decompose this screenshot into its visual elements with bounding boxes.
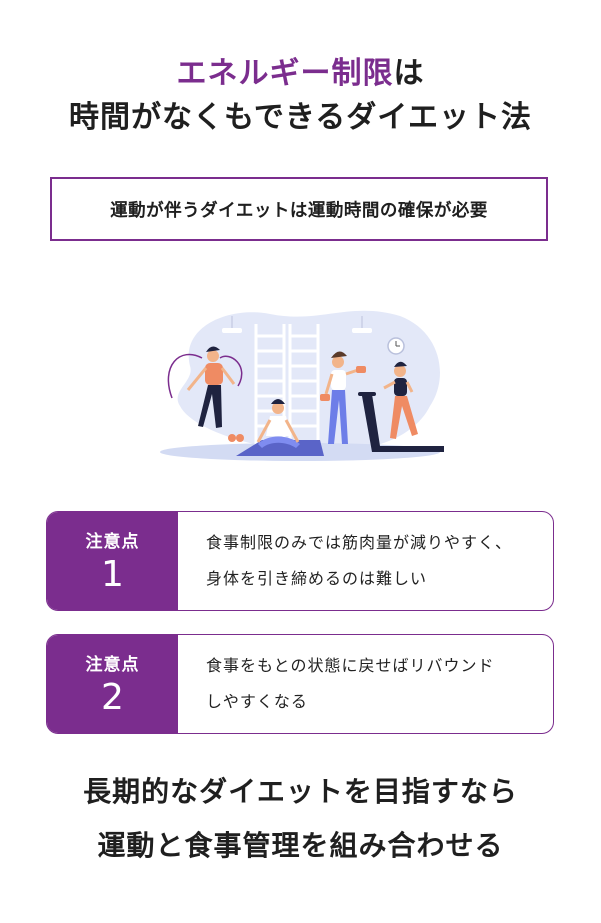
caution-text-line: 身体を引き締めるのは難しい <box>206 569 428 588</box>
caution-tag-label: 注意点 <box>85 654 140 675</box>
dumbbell-woman <box>320 351 366 444</box>
jump-rope-woman <box>167 346 244 442</box>
caution-card-1: 注意点 1 食事制限のみでは筋肉量が減りやすく、 身体を引き締めるのは難しい <box>46 511 554 611</box>
headline-line-1: エネルギー制限は <box>0 52 601 96</box>
subheading-text: 運動が伴うダイエットは運動時間の確保が必要 <box>110 200 488 221</box>
caution-card-2: 注意点 2 食事をもとの状態に戻せばリバウンド しやすくなる <box>46 634 554 734</box>
gym-workout-illustration <box>160 310 444 461</box>
lamp-icon <box>352 316 372 333</box>
headline-line-2: 時間がなくもできるダイエット法 <box>69 100 532 135</box>
caution-text-line: 食事制限のみでは筋肉量が減りやすく、 <box>206 533 513 552</box>
caution-tag-number: 2 <box>101 676 124 718</box>
headline-line-1-rest: は <box>393 56 425 91</box>
caution-tag-number: 1 <box>101 553 124 595</box>
closing-line-1: 長期的なダイエットを目指すなら <box>83 775 518 808</box>
caution-tag: 注意点 2 <box>47 635 178 733</box>
headline-accent: エネルギー制限 <box>176 56 394 91</box>
meditating-woman <box>236 399 324 456</box>
wall-bars-icon <box>254 324 320 446</box>
caution-body: 食事をもとの状態に戻せばリバウンド しやすくなる <box>178 635 553 733</box>
caution-tag: 注意点 1 <box>47 512 178 610</box>
lamp-icon <box>222 316 242 333</box>
closing-line-2: 運動と食事管理を組み合わせる <box>97 829 504 862</box>
caution-text-line: 食事をもとの状態に戻せばリバウンド <box>206 656 495 675</box>
clock-icon <box>387 337 405 355</box>
caution-body: 食事制限のみでは筋肉量が減りやすく、 身体を引き締めるのは難しい <box>178 512 553 610</box>
treadmill-runner <box>358 361 444 452</box>
caution-text-line: しやすくなる <box>206 692 308 711</box>
subheading-box: 運動が伴うダイエットは運動時間の確保が必要 <box>50 177 548 241</box>
caution-tag-label: 注意点 <box>85 531 140 552</box>
